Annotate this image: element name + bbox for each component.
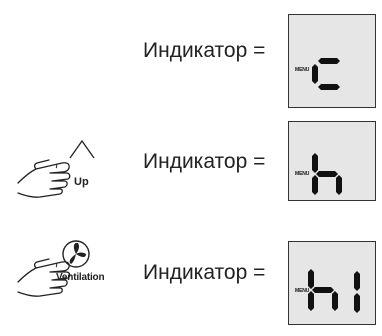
seven-segment-h1 bbox=[308, 269, 360, 313]
step-row-1: Индикатор = MENU c bbox=[0, 0, 382, 108]
press-ventilation-button-hand-icon[interactable] bbox=[16, 234, 116, 314]
press-up-button-hand-icon[interactable] bbox=[16, 127, 116, 207]
seven-segment-h bbox=[312, 153, 342, 195]
indicator-label: Индикатор = bbox=[143, 261, 266, 284]
ventilation-button-caption: Ventilation bbox=[56, 272, 105, 283]
menu-tag: MENU bbox=[295, 288, 310, 294]
step-row-2: Up Индикатор = MENU h bbox=[0, 107, 382, 207]
menu-tag: MENU bbox=[295, 171, 310, 177]
indicator-label: Индикатор = bbox=[143, 39, 266, 62]
lcd-display: MENU h 1 bbox=[288, 241, 376, 325]
fan-icon bbox=[62, 240, 90, 268]
lcd-display: MENU c bbox=[288, 14, 376, 108]
indicator-label: Индикатор = bbox=[143, 150, 266, 173]
seven-segment-c bbox=[312, 58, 340, 90]
up-button-caption: Up bbox=[74, 176, 89, 188]
up-chevron-icon bbox=[69, 139, 95, 159]
step-row-3: Ventilation Индикатор = MENU h 1 bbox=[0, 214, 382, 325]
lcd-display: MENU h bbox=[288, 121, 376, 201]
menu-tag: MENU bbox=[295, 67, 310, 73]
